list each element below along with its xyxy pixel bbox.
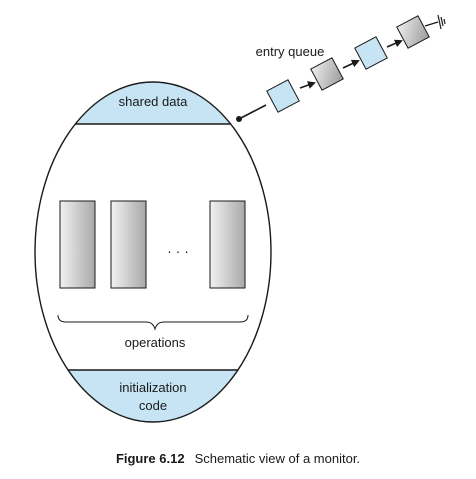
figure-caption: Figure 6.12 Schematic view of a monitor. [0,451,476,466]
ground-icon [424,14,446,30]
monitor-outline [34,81,272,423]
queue-anchor-dot [236,116,242,122]
operations-brace [57,314,249,331]
queue-process-gray [310,57,344,91]
queue-arrow [386,39,403,48]
queue-process-blue [266,79,300,113]
entry-queue-label: entry queue [256,44,325,59]
queue-process-gray [396,15,430,49]
initialization-code-label-line2: code [139,398,167,413]
operation-box [209,200,246,289]
queue-process-blue [354,36,388,70]
entry-queue [236,14,446,122]
initialization-code-label: initialization [119,380,186,395]
operations-label: operations [125,335,186,350]
queue-arrow [238,104,267,120]
operations-ellipsis: · · · [167,243,189,259]
shared-data-label: shared data [119,94,188,109]
operations-group: · · · [59,200,246,289]
operation-box [110,200,147,289]
figure-number: Figure 6.12 [115,451,185,466]
queue-arrow [342,59,360,69]
figure-caption-text: Schematic view of a monitor. [194,451,361,466]
queue-arrow [299,81,316,89]
operation-box [59,200,96,289]
